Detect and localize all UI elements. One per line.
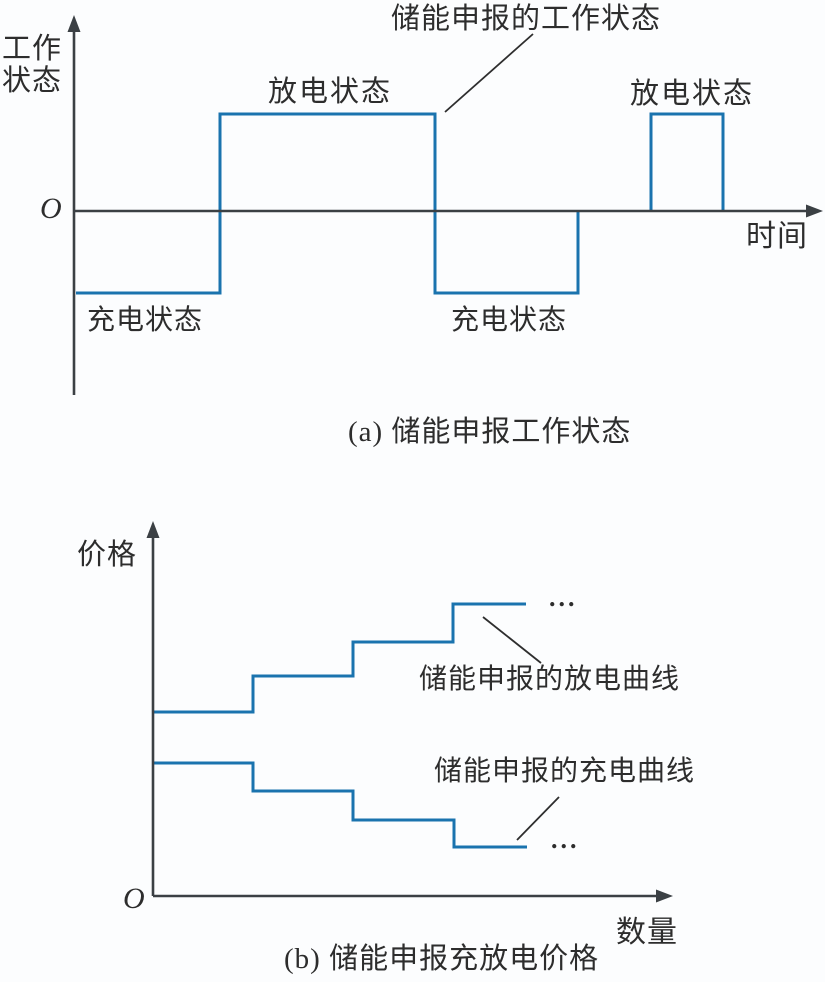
chart-b-y-axis-arrow-icon — [146, 521, 160, 538]
chart-b-curve-segment — [153, 602, 526, 714]
chart-b-charge-ellipsis: ... — [551, 825, 580, 854]
chart-b-y-axis-label: 价格 — [77, 539, 138, 571]
chart-a-annotation-label: 储能申报的工作状态 — [391, 3, 662, 35]
chart-b-leader-line — [482, 616, 542, 664]
chart-a-charge-state-label-2: 充电状态 — [451, 305, 568, 336]
chart-b-discharge-curve-label: 储能申报的放电曲线 — [419, 664, 681, 695]
chart-a-caption: (a) 储能申报工作状态 — [348, 416, 632, 448]
chart-a-x-axis-label: 时间 — [746, 220, 808, 253]
chart-b-x-axis-arrow-icon — [656, 889, 673, 903]
chart-a-y-axis-label: 工作 状态 — [2, 33, 63, 98]
chart-b-leader-line — [516, 796, 560, 841]
chart-a-charge-state-label-1: 充电状态 — [87, 305, 204, 336]
chart-b-discharge-ellipsis: ... — [549, 583, 578, 612]
chart-a-leader-line — [444, 33, 534, 113]
chart-a-curve-segment — [649, 112, 725, 211]
chart-a-curve-segment — [76, 112, 580, 295]
chart-a-origin-label: O — [40, 192, 62, 225]
chart-b-origin-label: O — [123, 882, 145, 915]
chart-b-x-axis-label: 数量 — [616, 916, 678, 949]
chart-a-discharge-state-label-1: 放电状态 — [268, 76, 393, 108]
chart-a-x-axis-arrow-icon — [806, 204, 823, 218]
chart-b-curve-segment — [153, 761, 527, 849]
chart-b-caption: (b) 储能申报充放电价格 — [284, 943, 600, 975]
chart-a-discharge-state-label-2: 放电状态 — [630, 78, 755, 110]
chart-a-y-axis-arrow-icon — [67, 15, 81, 32]
chart-b-charge-curve-label: 储能申报的充电曲线 — [434, 756, 696, 787]
